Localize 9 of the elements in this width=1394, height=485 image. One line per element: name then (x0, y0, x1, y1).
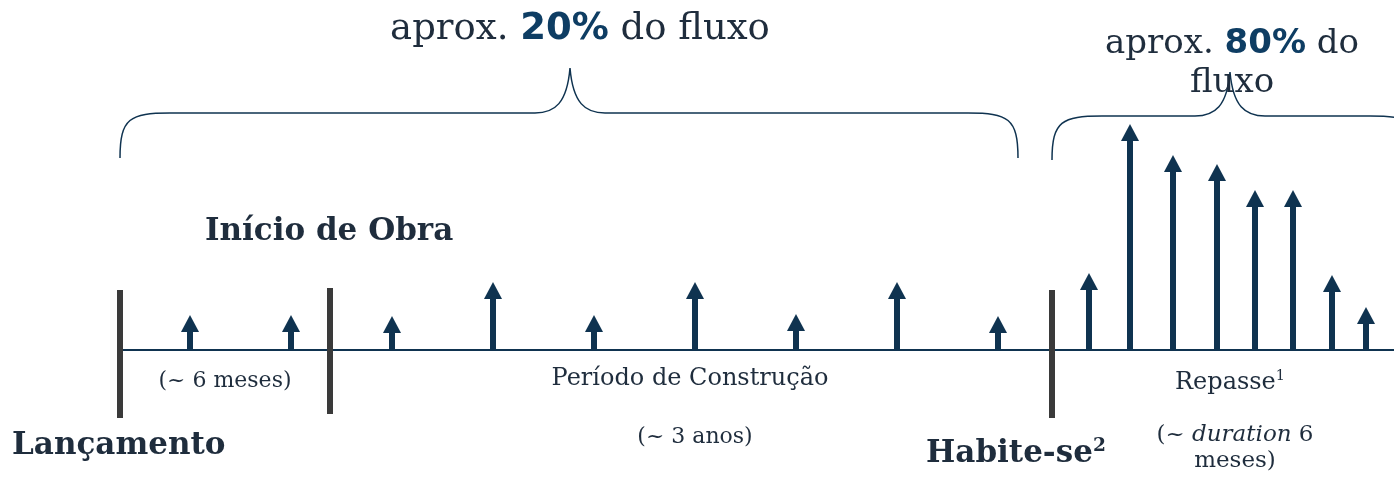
period-label: (~ duration 6 meses) (1155, 420, 1315, 473)
period-label: (~ 6 meses) (157, 367, 293, 393)
period-label: Repasse$^{1}$ (1174, 367, 1286, 396)
period-label: aprox. 20% do fluxo (389, 6, 771, 49)
period-label: (~ 3 anos) (636, 423, 754, 449)
milestone-label: Início de Obra (205, 212, 455, 248)
milestone-label: Habite-se$^{2}$ (926, 434, 1107, 470)
period-label: Período de Construção (550, 364, 830, 392)
milestone-label: Lançamento (12, 426, 227, 462)
